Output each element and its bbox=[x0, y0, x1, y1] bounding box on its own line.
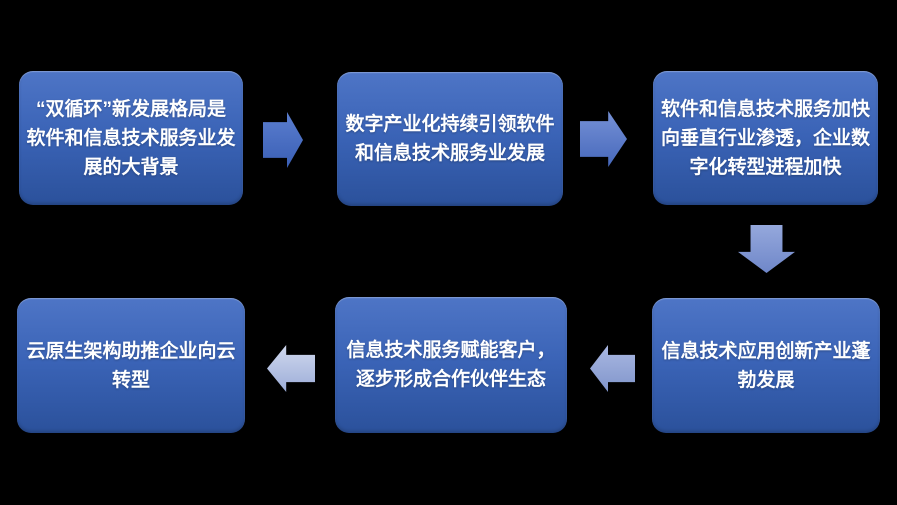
flow-box-6-text: 云原生架构助推企业向云 转型 bbox=[26, 340, 236, 391]
flow-box-1: “双循环”新发展格局是 软件和信息技术服务业发 展的大背景 bbox=[19, 71, 243, 205]
arrow-left-icon-2 bbox=[267, 345, 315, 392]
flow-box-2-text: 数字产业化持续引领软件 和信息技术服务业发展 bbox=[345, 114, 555, 164]
flow-box-2: 数字产业化持续引领软件 和信息技术服务业发展 bbox=[337, 72, 563, 206]
flow-box-5: 信息技术服务赋能客户， 逐步形成合作伙伴生态 bbox=[335, 297, 567, 433]
flow-box-4-text: 信息技术应用创新产业蓬 勃发展 bbox=[661, 340, 871, 391]
flow-box-5-text: 信息技术服务赋能客户， 逐步形成合作伙伴生态 bbox=[346, 340, 556, 390]
arrow-right-icon-1 bbox=[263, 112, 303, 168]
arrow-left-icon-1 bbox=[590, 345, 635, 392]
arrow-down-icon bbox=[738, 225, 795, 273]
arrow-right-icon-2 bbox=[580, 111, 627, 167]
flow-box-6: 云原生架构助推企业向云 转型 bbox=[17, 298, 245, 433]
flow-box-3: 软件和信息技术服务加快 向垂直行业渗透，企业数 字化转型进程加快 bbox=[653, 71, 878, 205]
flow-box-4: 信息技术应用创新产业蓬 勃发展 bbox=[652, 298, 880, 433]
flow-box-3-text: 软件和信息技术服务加快 向垂直行业渗透，企业数 字化转型进程加快 bbox=[660, 98, 870, 178]
flow-box-1-text: “双循环”新发展格局是 软件和信息技术服务业发 展的大背景 bbox=[26, 98, 236, 178]
